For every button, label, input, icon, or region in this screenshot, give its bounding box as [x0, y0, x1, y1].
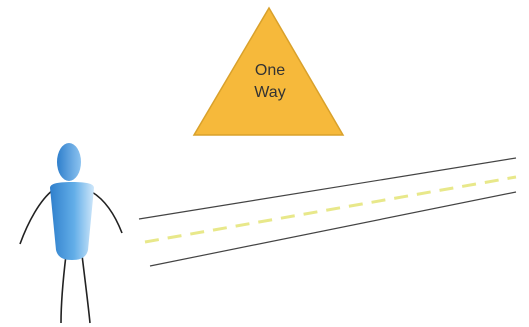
person-right-arm	[92, 192, 122, 233]
person-left-leg	[61, 255, 66, 323]
road-edge-bottom	[150, 192, 516, 266]
person-figure	[20, 143, 122, 323]
person-head	[57, 143, 81, 181]
sign-text-line-1: One	[230, 60, 310, 82]
one-way-sign-label: One Way	[230, 60, 310, 104]
sign-text-line-2: Way	[230, 82, 310, 104]
person-left-arm	[20, 190, 53, 244]
person-torso	[50, 182, 94, 260]
person-right-leg	[82, 255, 90, 323]
road	[139, 158, 516, 266]
